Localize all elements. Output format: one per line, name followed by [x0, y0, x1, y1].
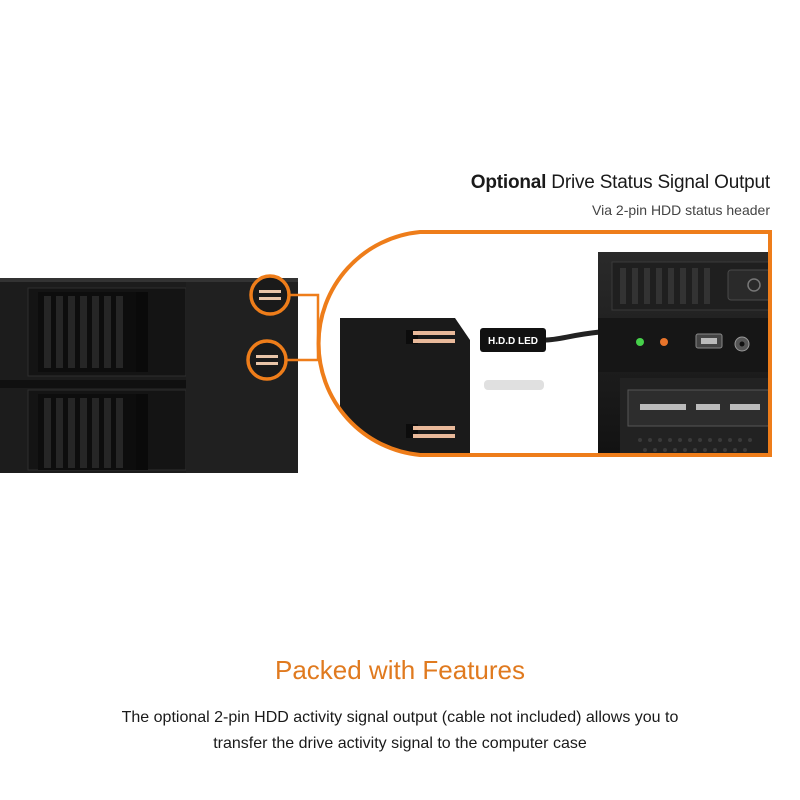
features-description: The optional 2-pin HDD activity signal o…	[40, 705, 760, 757]
product-illustration: H.D.D LED	[0, 230, 772, 473]
connector-icon: H.D.D LED	[480, 328, 601, 390]
heading-title: Optional Drive Status Signal Output	[471, 172, 770, 194]
zoom-frame	[316, 230, 772, 457]
heading-title-rest: Drive Status Signal Output	[551, 172, 770, 193]
section-heading: Optional Drive Status Signal Output Via …	[471, 172, 770, 218]
drive-bay-icon	[0, 278, 298, 473]
heading-title-bold: Optional	[470, 172, 547, 193]
features-description-line1: The optional 2-pin HDD activity signal o…	[121, 709, 679, 726]
heading-subtitle: Via 2-pin HDD status header	[592, 202, 770, 218]
features-description-line2: transfer the drive activity signal to th…	[213, 735, 587, 752]
computer-case-icon	[598, 252, 770, 455]
features-title: Packed with Features	[274, 655, 525, 685]
connector-label: H.D.D LED	[488, 336, 538, 347]
